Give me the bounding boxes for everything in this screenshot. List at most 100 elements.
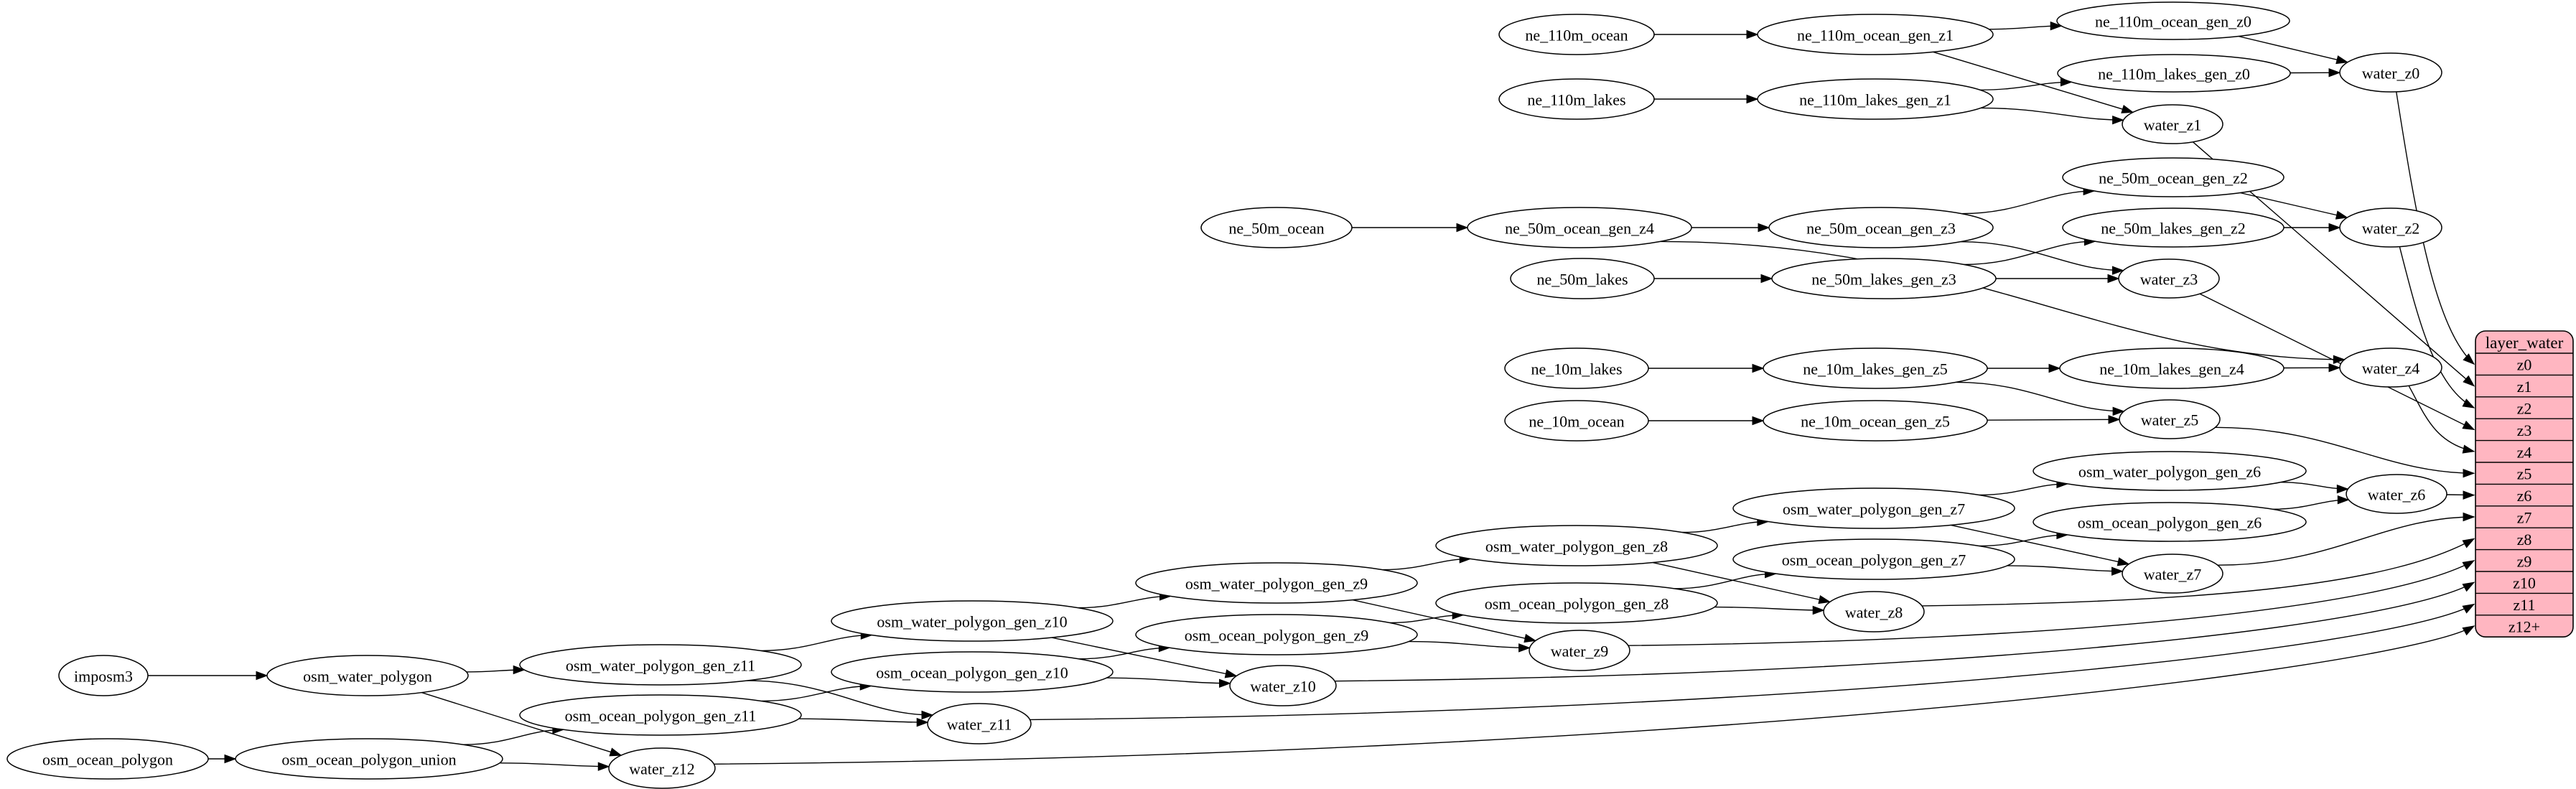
arrowhead-icon bbox=[2335, 210, 2348, 220]
arrowhead-icon bbox=[2462, 398, 2475, 408]
arrowhead-icon bbox=[597, 762, 610, 771]
edge-osm_ocean_polygon_gen_z11-to-water_z11 bbox=[798, 718, 928, 723]
arrowhead-icon bbox=[2107, 274, 2120, 284]
node-water_z9 bbox=[1529, 630, 1630, 671]
node-label-ne_50m_ocean_gen_z2: ne_50m_ocean_gen_z2 bbox=[2099, 169, 2248, 187]
table-row-z0: z0 bbox=[2517, 356, 2532, 374]
node-label-ne_110m_ocean_gen_z0: ne_110m_ocean_gen_z0 bbox=[2095, 13, 2251, 31]
node-label-water_z10: water_z10 bbox=[1250, 678, 1316, 696]
node-water_z6 bbox=[2346, 474, 2447, 514]
edge-water_z9-to-layer_water:z9 bbox=[1628, 560, 2475, 646]
node-osm_ocean_polygon_union bbox=[235, 738, 503, 780]
node-label-ne_50m_ocean: ne_50m_ocean bbox=[1228, 220, 1324, 238]
node-label-osm_ocean_polygon_gen_z10: osm_ocean_polygon_gen_z10 bbox=[876, 664, 1068, 682]
edge-osm_water_polygon_gen_z10-to-water_z10 bbox=[1051, 637, 1237, 677]
node-water_z8 bbox=[1823, 591, 1925, 632]
node-water_z7 bbox=[2122, 554, 2223, 594]
arrowhead-icon bbox=[2462, 560, 2475, 570]
arrowhead-icon bbox=[1760, 274, 1773, 284]
edge-ne_110m_lakes_gen_z1-to-water_z1 bbox=[1980, 107, 2124, 121]
table-row-z11: z11 bbox=[2514, 596, 2536, 614]
arrowhead-icon bbox=[2462, 420, 2475, 431]
node-label-ne_10m_lakes_gen_z4: ne_10m_lakes_gen_z4 bbox=[2099, 360, 2244, 378]
edge-ne_110m_ocean_gen_z0-to-water_z0 bbox=[2238, 35, 2348, 63]
arrowhead-icon bbox=[1818, 594, 1831, 604]
arrowhead-icon bbox=[2462, 582, 2475, 592]
node-label-water_z12: water_z12 bbox=[629, 760, 695, 778]
table-row-z4: z4 bbox=[2517, 443, 2532, 461]
node-label-ne_50m_ocean_gen_z3: ne_50m_ocean_gen_z3 bbox=[1806, 220, 1956, 238]
edge-ne_10m_ocean_gen_z5-to-water_z5 bbox=[1987, 419, 2120, 421]
node-label-water_z0: water_z0 bbox=[2362, 65, 2420, 83]
table-row-z8: z8 bbox=[2517, 531, 2532, 548]
edge-ne_110m_lakes_gen_z1-to-ne_110m_lakes_gen_z0 bbox=[1980, 81, 2072, 90]
node-label-osm_water_polygon_gen_z6: osm_water_polygon_gen_z6 bbox=[2078, 463, 2261, 481]
node-label-ne_50m_lakes_gen_z2: ne_50m_lakes_gen_z2 bbox=[2101, 220, 2246, 238]
node-ne_110m_lakes bbox=[1498, 78, 1655, 120]
arrowhead-icon bbox=[2050, 21, 2063, 31]
node-ne_50m_ocean_gen_z3 bbox=[1768, 207, 1994, 248]
edge-osm_ocean_polygon_union-to-water_z12 bbox=[499, 762, 610, 767]
edge-osm_ocean_polygon_gen_z6-to-water_z6 bbox=[2272, 499, 2349, 510]
node-osm_water_polygon bbox=[266, 655, 469, 696]
edge-ne_50m_lakes_gen_z3-to-ne_50m_lakes_gen_z2 bbox=[1964, 241, 2096, 266]
node-label-ne_10m_lakes_gen_z5: ne_10m_lakes_gen_z5 bbox=[1803, 360, 1948, 378]
edge-osm_ocean_polygon_gen_z8-to-water_z8 bbox=[1714, 606, 1824, 611]
arrowhead-icon bbox=[1523, 633, 1537, 643]
table-row-z10: z10 bbox=[2513, 574, 2536, 592]
node-label-water_z11: water_z11 bbox=[947, 716, 1012, 734]
node-ne_10m_ocean_gen_z5 bbox=[1763, 400, 1988, 442]
node-osm_ocean_polygon_gen_z9 bbox=[1135, 614, 1418, 655]
node-ne_50m_lakes bbox=[1510, 258, 1655, 299]
arrowhead-icon bbox=[2337, 495, 2350, 505]
node-label-water_z9: water_z9 bbox=[1551, 643, 1609, 660]
node-ne_10m_lakes_gen_z5 bbox=[1763, 347, 1988, 389]
table-row-z3: z3 bbox=[2517, 421, 2532, 439]
edge-water_z12-to-layer_water:z12+ bbox=[714, 625, 2475, 765]
edge-osm_water_polygon_gen_z8-to-osm_water_polygon_gen_z7 bbox=[1682, 520, 1768, 533]
node-osm_ocean_polygon bbox=[6, 738, 209, 780]
arrowhead-icon bbox=[2328, 223, 2341, 233]
node-label-ne_110m_lakes_gen_z0: ne_110m_lakes_gen_z0 bbox=[2098, 65, 2250, 83]
node-label-osm_water_polygon_gen_z8: osm_water_polygon_gen_z8 bbox=[1485, 538, 1668, 556]
node-label-osm_ocean_polygon_gen_z7: osm_ocean_polygon_gen_z7 bbox=[1782, 551, 1966, 569]
node-label-osm_water_polygon_gen_z7: osm_water_polygon_gen_z7 bbox=[1783, 500, 1965, 518]
table-row-z2: z2 bbox=[2517, 400, 2532, 418]
node-osm_water_polygon_gen_z8 bbox=[1435, 525, 1718, 566]
edge-osm_ocean_polygon_gen_z10-to-water_z10 bbox=[1106, 677, 1231, 684]
node-water_z0 bbox=[2339, 52, 2442, 93]
node-label-osm_ocean_polygon_gen_z9: osm_ocean_polygon_gen_z9 bbox=[1185, 627, 1369, 645]
edge-ne_10m_lakes_gen_z5-to-water_z5 bbox=[1956, 381, 2124, 412]
arrowhead-icon bbox=[2117, 557, 2130, 566]
edge-water_z3-to-layer_water:z3 bbox=[2199, 293, 2475, 431]
edge-osm_water_polygon_gen_z7-to-osm_water_polygon_gen_z6 bbox=[1979, 483, 2068, 496]
arrowhead-icon bbox=[1224, 669, 1238, 678]
edge-osm_water_polygon_gen_z7-to-water_z7 bbox=[1951, 524, 2129, 565]
node-ne_110m_ocean_gen_z0 bbox=[2056, 1, 2290, 40]
arrowhead-icon bbox=[2463, 490, 2475, 500]
node-ne_110m_lakes_gen_z1 bbox=[1757, 78, 1994, 120]
node-osm_ocean_polygon_gen_z10 bbox=[831, 651, 1114, 693]
node-label-ne_10m_ocean_gen_z5: ne_10m_ocean_gen_z5 bbox=[1801, 413, 1950, 431]
node-water_z12 bbox=[608, 747, 716, 789]
edge-osm_water_polygon_gen_z11-to-osm_water_polygon_gen_z10 bbox=[760, 634, 872, 652]
node-label-water_z2: water_z2 bbox=[2362, 220, 2420, 238]
arrowhead-icon bbox=[1456, 223, 1469, 233]
node-label-water_z7: water_z7 bbox=[2144, 566, 2202, 584]
node-label-ne_10m_lakes: ne_10m_lakes bbox=[1531, 360, 1622, 378]
edge-water_z7-to-layer_water:z7 bbox=[2217, 516, 2475, 566]
edge-osm_water_polygon_gen_z11-to-water_z11 bbox=[746, 680, 933, 716]
edge-water_z4-to-layer_water:z4 bbox=[2408, 385, 2475, 452]
node-label-imposm3: imposm3 bbox=[74, 668, 133, 686]
arrowhead-icon bbox=[2328, 363, 2341, 373]
node-label-ne_110m_lakes_gen_z1: ne_110m_lakes_gen_z1 bbox=[1799, 91, 1951, 109]
edge-ne_50m_ocean_gen_z2-to-water_z2 bbox=[2239, 192, 2348, 218]
node-label-ne_10m_ocean: ne_10m_ocean bbox=[1529, 413, 1624, 431]
table-row-z12+: z12+ bbox=[2509, 618, 2540, 636]
node-ne_110m_ocean bbox=[1498, 14, 1655, 55]
arrowhead-icon bbox=[1752, 363, 1765, 373]
arrowhead-icon bbox=[224, 754, 237, 764]
arrowhead-icon bbox=[2111, 266, 2124, 275]
